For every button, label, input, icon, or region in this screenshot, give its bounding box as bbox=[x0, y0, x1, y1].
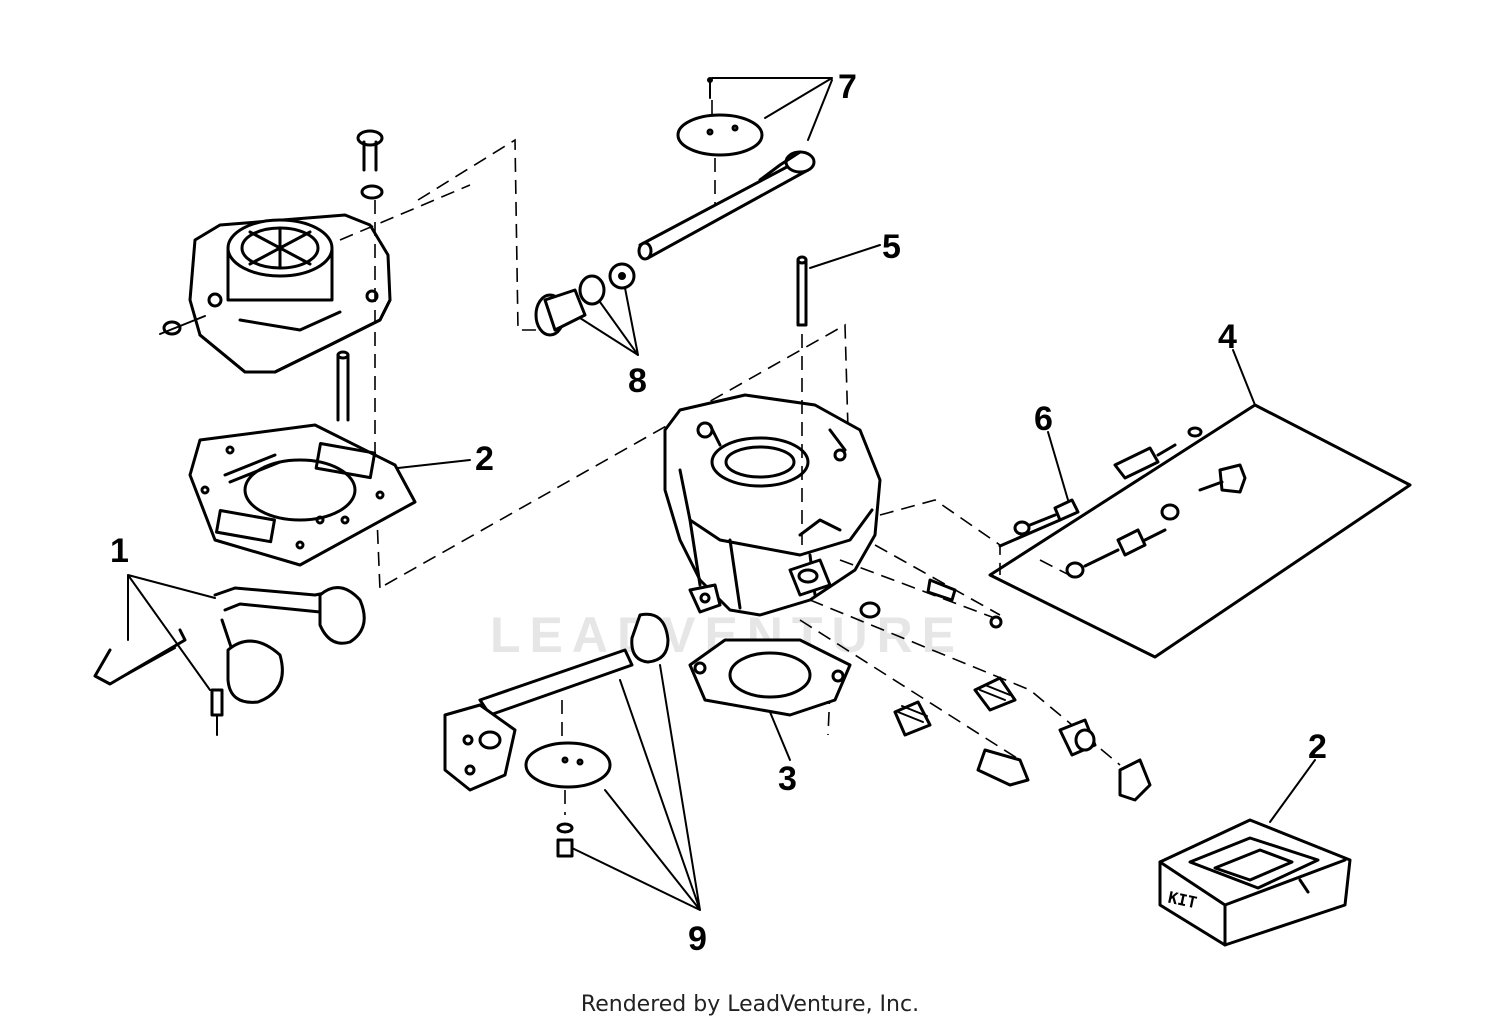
gasket-plate bbox=[188, 423, 417, 567]
footer-credit: Rendered by LeadVenture, Inc. bbox=[580, 992, 920, 1017]
alignment-pin bbox=[336, 350, 350, 422]
leader-lines bbox=[127, 77, 1316, 911]
callout-2-upper[interactable]: 2 bbox=[475, 440, 494, 478]
callout-5[interactable]: 5 bbox=[882, 228, 901, 266]
shaft-seals bbox=[534, 262, 636, 337]
callout-1[interactable]: 1 bbox=[110, 532, 129, 570]
callout-3[interactable]: 3 bbox=[778, 760, 797, 798]
adjustment-screws bbox=[859, 578, 1152, 802]
float-assembly bbox=[93, 586, 366, 736]
kit-box: KIT bbox=[1158, 818, 1352, 947]
callout-7[interactable]: 7 bbox=[838, 68, 857, 106]
callout-4[interactable]: 4 bbox=[1218, 318, 1237, 356]
callout-8[interactable]: 8 bbox=[628, 362, 647, 400]
carburetor-upper-body bbox=[159, 129, 392, 374]
mounting-gasket bbox=[688, 638, 852, 717]
choke-shaft-assembly bbox=[443, 612, 670, 858]
callout-2-lower[interactable]: 2 bbox=[1308, 728, 1327, 766]
kit-parts bbox=[998, 426, 1247, 579]
carburetor-main-body bbox=[663, 393, 882, 617]
pin bbox=[796, 255, 808, 327]
callout-6[interactable]: 6 bbox=[1034, 400, 1053, 438]
callout-9[interactable]: 9 bbox=[688, 920, 707, 958]
throttle-shaft-assembly bbox=[637, 77, 816, 261]
repair-kit-panel bbox=[988, 403, 1412, 659]
